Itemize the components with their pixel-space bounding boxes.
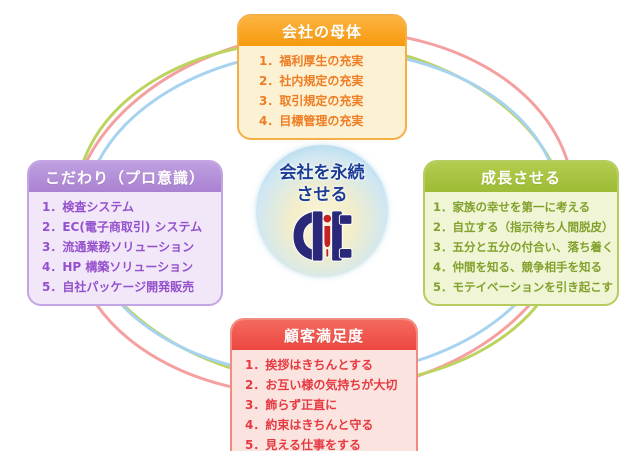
logo-t-foot [338, 247, 353, 259]
panel-growth-list: 1．家族の幸せを第一に考える 2．自立する（指示待ち人間脱皮） 3．五分と五分の… [425, 192, 617, 304]
panel-customer-satisfaction: 顧客満足度 1．挨拶はきちんとする 2．お互い様の気持ちが大切 3．飾らず正直に… [230, 318, 418, 451]
list-item: 1．検査システム [42, 200, 134, 214]
panel-commitment: こだわり（プロ意識） 1．検査システム 2．EC(電子商取引) システム 3．流… [27, 160, 223, 306]
panel-customer-satisfaction-title: 顧客満足度 [232, 320, 416, 350]
logo-left-stem [311, 210, 324, 262]
panel-customer-satisfaction-list: 1．挨拶はきちんとする 2．お互い様の気持ちが大切 3．飾らず正直に 4．約束は… [232, 350, 416, 451]
panel-commitment-title: こだわり（プロ意識） [29, 162, 221, 192]
list-item: 3．取引規定の充実 [259, 94, 364, 108]
panel-company-base-list: 1．福利厚生の充実 2．社内規定の充実 3．取引規定の充実 4．目標管理の充実 [239, 46, 405, 138]
list-item: 2．自立する（指示待ち人間脱皮） [433, 220, 614, 234]
logo-t-arm [338, 214, 353, 225]
center-slogan-line2: させる [296, 185, 348, 206]
panel-commitment-list: 1．検査システム 2．EC(電子商取引) システム 3．流通業務ソリューション … [29, 192, 221, 304]
logo-i-body [323, 224, 332, 248]
list-item: 1．家族の幸せを第一に考える [433, 200, 591, 214]
list-item: 1．挨拶はきちんとする [245, 358, 373, 372]
logo-i-dot [322, 213, 333, 224]
list-item: 2．社内規定の充実 [259, 74, 364, 88]
list-item: 3．五分と五分の付合い、落ち着く [433, 240, 614, 254]
list-item: 3．流通業務ソリューション [42, 240, 195, 254]
list-item: 1．福利厚生の充実 [259, 54, 364, 68]
list-item: 5．自社パッケージ開発販売 [42, 280, 195, 294]
list-item: 2．お互い様の気持ちが大切 [245, 378, 398, 392]
center-slogan: 会社を永続 させる [256, 162, 388, 207]
logo-i-tail [325, 247, 330, 258]
center-slogan-line1: 会社を永続 [279, 163, 365, 183]
center-circle: 会社を永続 させる [256, 145, 388, 277]
list-item: 4．仲間を知る、競争相手を知る [433, 260, 602, 274]
hit-logo-icon [292, 210, 353, 262]
panel-company-base-title: 会社の母体 [239, 16, 405, 46]
list-item: 4．目標管理の充実 [259, 114, 364, 128]
list-item: 4．HP 構築ソリューション [42, 260, 194, 274]
list-item: 5．見える仕事をする [245, 438, 361, 451]
panel-company-base: 会社の母体 1．福利厚生の充実 2．社内規定の充実 3．取引規定の充実 4．目標… [237, 14, 407, 140]
list-item: 3．飾らず正直に [245, 398, 338, 412]
panel-growth: 成長させる 1．家族の幸せを第一に考える 2．自立する（指示待ち人間脱皮） 3．… [423, 160, 619, 306]
list-item: 5．モテイベーションを引き起こす [433, 280, 614, 294]
panel-growth-title: 成長させる [425, 162, 617, 192]
hit-logo [256, 208, 388, 268]
list-item: 4．約束はきちんと守る [245, 418, 374, 432]
list-item: 2．EC(電子商取引) システム [42, 220, 203, 234]
